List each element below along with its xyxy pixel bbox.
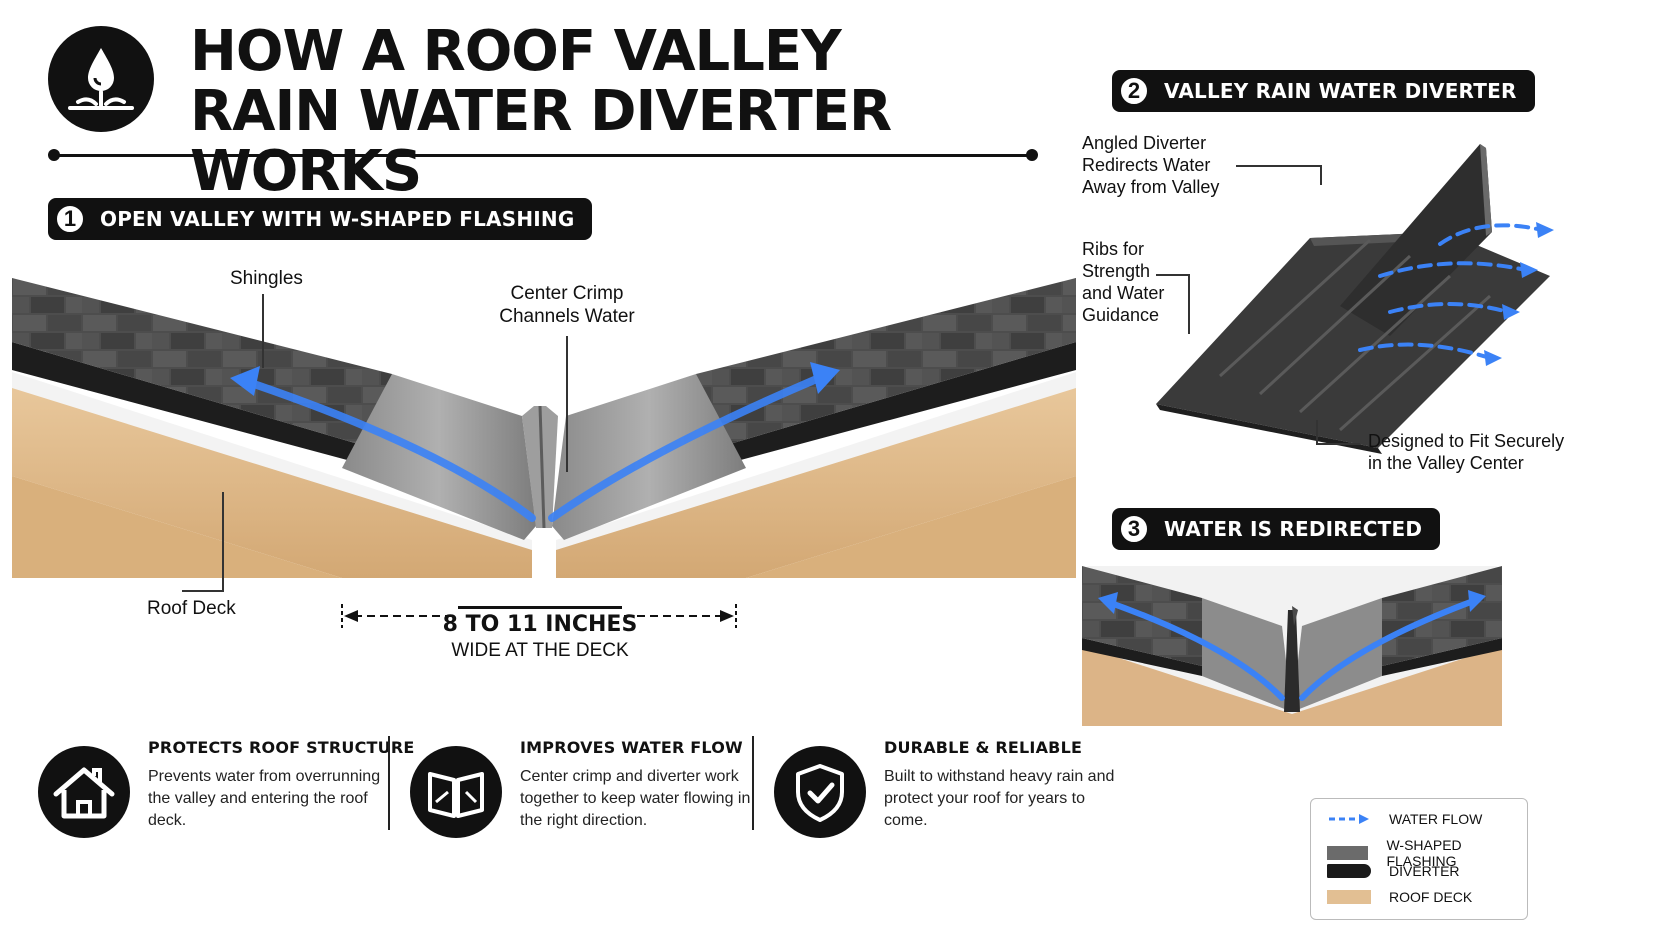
leader-fit xyxy=(1316,443,1360,445)
diverter-swatch-icon xyxy=(1327,864,1371,878)
logo-badge xyxy=(48,26,154,132)
legend-label-water-flow: WATER FLOW xyxy=(1389,811,1483,827)
diverter-water-arrows xyxy=(1358,223,1544,360)
feature-2-desc: Center crimp and diverter work together … xyxy=(520,768,751,829)
legend-label-flashing: W-SHAPED FLASHING xyxy=(1386,837,1462,869)
feature-divider-1 xyxy=(388,736,390,830)
water-drop-icon xyxy=(68,48,134,110)
leader-center-crimp xyxy=(566,336,568,472)
callout-roof-deck: Roof Deck xyxy=(147,598,236,619)
legend-label-diverter: DIVERTER xyxy=(1389,863,1460,879)
divider-dot-left xyxy=(48,149,60,161)
section-3-title: WATER IS REDIRECTED xyxy=(1164,517,1423,541)
leader-fit-drop xyxy=(1316,420,1318,444)
section-2-number: 2 xyxy=(1118,75,1150,107)
redirected-illustration xyxy=(1082,566,1502,726)
title-divider xyxy=(54,154,1032,157)
feature-3-title: DURABLE & RELIABLE xyxy=(884,738,1083,757)
dimension-bar xyxy=(458,606,622,609)
legend-item-diverter: DIVERTER xyxy=(1327,863,1460,879)
page-title: HOW A ROOF VALLEY RAIN WATER DIVERTER WO… xyxy=(190,22,1070,202)
section-1-title: OPEN VALLEY WITH W-SHAPED FLASHING xyxy=(100,207,575,231)
legend-item-water-flow: WATER FLOW xyxy=(1327,811,1482,827)
callout-fit: Designed to Fit Securely in the Valley C… xyxy=(1368,431,1565,473)
shield-check-icon xyxy=(796,764,844,822)
roof-deck-right xyxy=(556,372,1076,578)
legend-label-roof-deck: ROOF DECK xyxy=(1389,889,1473,905)
feature-1-title: PROTECTS ROOF STRUCTURE xyxy=(148,738,415,757)
legend: WATER FLOW W-SHAPED FLASHING DIVERTER RO… xyxy=(1310,798,1528,920)
leader-roof-deck xyxy=(222,492,224,590)
feature-divider-2 xyxy=(752,736,754,830)
dimension-value: 8 TO 11 INCHES xyxy=(442,612,638,637)
callout-ribs: Ribs for Strength and Water Guidance xyxy=(1082,239,1165,325)
leader-roof-deck-elbow xyxy=(182,590,224,592)
leader-shingles xyxy=(262,294,264,368)
section-3-number: 3 xyxy=(1118,513,1150,545)
leader-ribs-drop xyxy=(1188,274,1190,334)
section-1-number: 1 xyxy=(54,203,86,235)
water-flow-arrows xyxy=(244,372,828,522)
dashed-arrow-icon xyxy=(1329,814,1369,824)
section-2-heading: 2 VALLEY RAIN WATER DIVERTER xyxy=(1112,70,1535,112)
feature-2-badge xyxy=(410,746,502,838)
valley-cross-section xyxy=(12,278,1076,578)
legend-item-flashing: W-SHAPED FLASHING xyxy=(1327,837,1527,869)
flashing-swatch-icon xyxy=(1327,846,1369,860)
legend-item-roof-deck: ROOF DECK xyxy=(1327,889,1472,905)
shingles-right xyxy=(696,278,1076,454)
section-3-heading: 3 WATER IS REDIRECTED xyxy=(1112,508,1441,550)
title-line-2: RAIN WATER DIVERTER WORKS xyxy=(190,79,892,204)
leader-angled-diverter-drop xyxy=(1320,165,1322,185)
feature-2-title: IMPROVES WATER FLOW xyxy=(520,738,743,757)
divider-dot-right xyxy=(1026,149,1038,161)
open-book-icon xyxy=(428,772,484,818)
section-2-title: VALLEY RAIN WATER DIVERTER xyxy=(1164,79,1517,103)
diverter-body xyxy=(1156,144,1550,454)
callout-center-crimp: Center Crimp Channels Water xyxy=(499,283,635,327)
underlayment-left xyxy=(12,342,392,472)
callout-shingles: Shingles xyxy=(230,268,303,289)
feature-1-desc: Prevents water from overrunning the vall… xyxy=(148,768,381,829)
feature-3-desc: Built to withstand heavy rain and protec… xyxy=(884,768,1115,829)
section-1-heading: 1 OPEN VALLEY WITH W-SHAPED FLASHING xyxy=(48,198,593,240)
diverter-arrowheads xyxy=(1484,222,1554,366)
deck-swatch-icon xyxy=(1327,890,1371,904)
underlayment-right xyxy=(696,342,1076,472)
leader-angled-diverter xyxy=(1236,165,1322,167)
shingles-left xyxy=(12,278,392,454)
callout-angled-diverter: Angled Diverter Redirects Water Away fro… xyxy=(1082,133,1220,197)
roof-deck-left xyxy=(12,372,532,578)
title-line-1: HOW A ROOF VALLEY xyxy=(190,19,842,84)
house-icon xyxy=(53,767,115,819)
dimension-line xyxy=(341,604,737,628)
diverter-illustration xyxy=(1156,144,1554,454)
feature-1-badge xyxy=(38,746,130,838)
dimension-caption: WIDE AT THE DECK xyxy=(451,640,629,661)
water-arrowhead-left xyxy=(230,366,260,396)
water-arrowhead-right xyxy=(810,362,840,394)
feature-3-badge xyxy=(774,746,866,838)
leader-ribs xyxy=(1156,274,1190,276)
